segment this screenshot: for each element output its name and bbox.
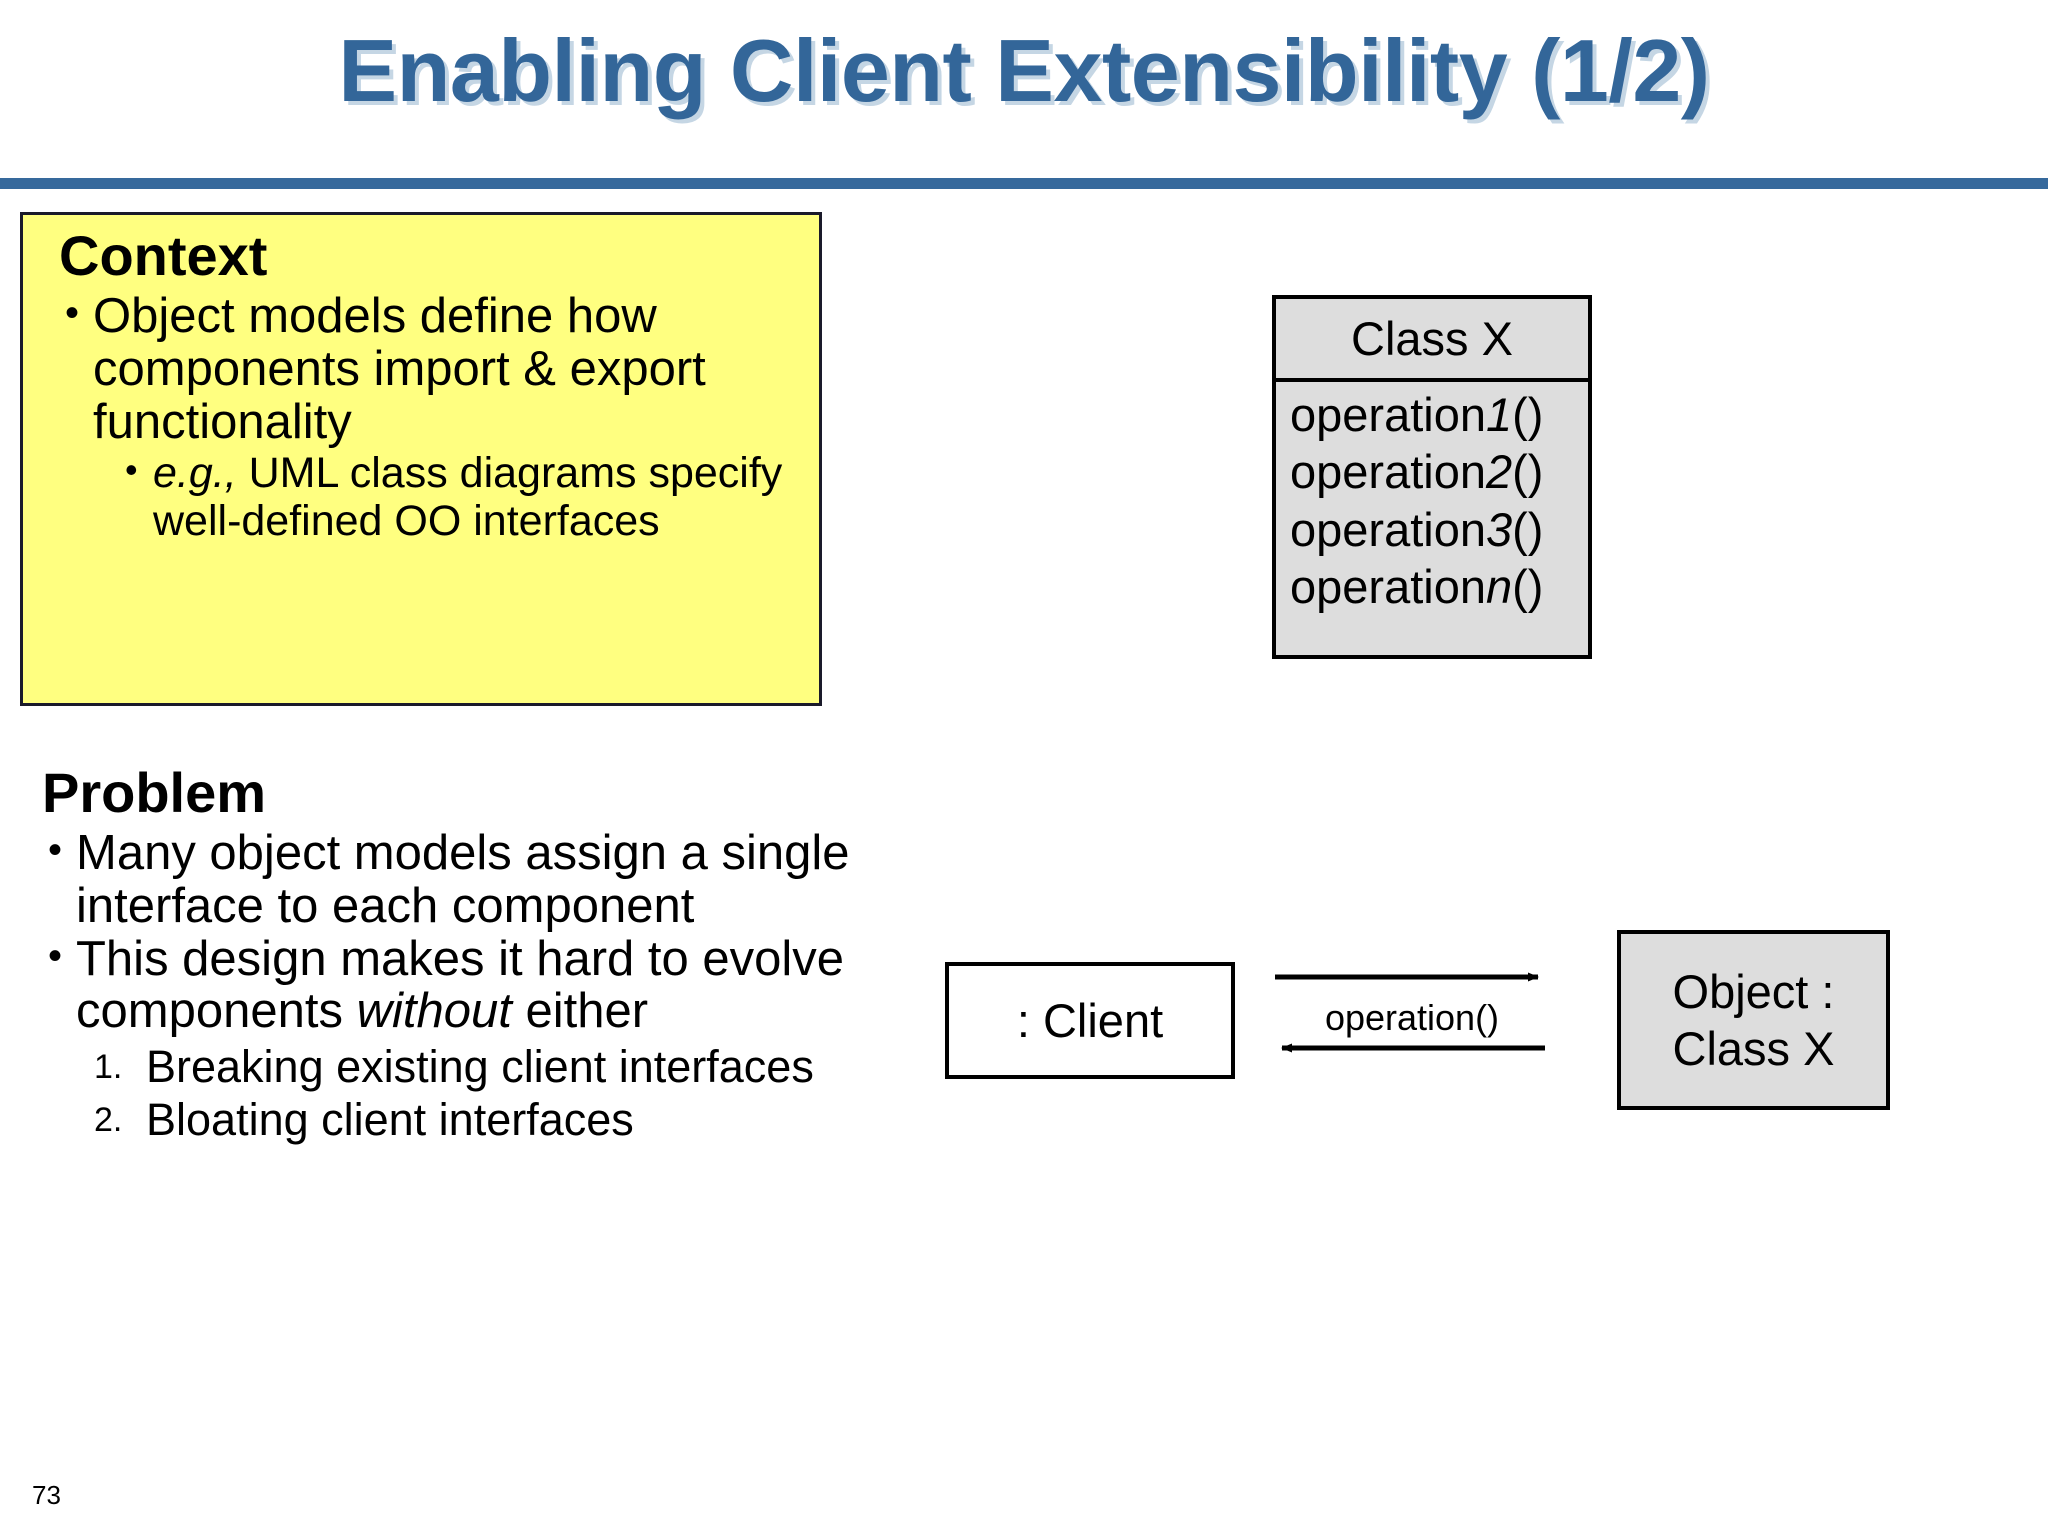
uml-class-name: Class X xyxy=(1276,299,1588,382)
list-item-number: 1. xyxy=(94,1048,123,1087)
list-item-text: Breaking existing client interfaces xyxy=(146,1041,814,1093)
uml-operation-row: operation3() xyxy=(1290,501,1588,558)
context-bullet-1: • Object models define how components im… xyxy=(63,288,805,449)
page-title: Enabling Client Extensibility (1/2) xyxy=(338,21,1710,120)
list-item: 1. Breaking existing client interfaces xyxy=(94,1042,850,1092)
list-item-number: 2. xyxy=(94,1100,123,1139)
uml-operation-base: operation xyxy=(1290,445,1486,499)
uml-operation-row: operation1() xyxy=(1290,386,1588,443)
uml-operation-row: operation2() xyxy=(1290,443,1588,500)
message-label: operation() xyxy=(1324,997,1500,1038)
problem-heading: Problem xyxy=(42,761,267,824)
problem-numbered-list: 1. Breaking existing client interfaces 2… xyxy=(94,1042,850,1145)
uml-operation-suffix: () xyxy=(1512,559,1544,613)
context-heading: Context xyxy=(59,224,268,287)
message-arrows xyxy=(1275,972,1545,1053)
title-divider-rule xyxy=(0,178,2048,189)
context-sub-bullet-1: • e.g., UML class diagrams specify well-… xyxy=(125,449,805,545)
problem-bullet-2-text-post: either xyxy=(511,984,649,1039)
bullet-dot-icon: • xyxy=(48,933,63,978)
object-node-label-line2: Class X xyxy=(1672,1022,1835,1075)
problem-bullet-2: • This design makes it hard to evolve co… xyxy=(46,931,850,1039)
object-node-label-line1: Object : xyxy=(1672,964,1835,1018)
uml-operation-variant: 2 xyxy=(1486,445,1513,499)
uml-class-operations: operation1() operation2() operation3() o… xyxy=(1276,382,1588,615)
page-number: 73 xyxy=(32,1480,61,1510)
problem-bullet-2-emphasis: without xyxy=(356,984,512,1039)
context-sub-bullet-1-text: UML class diagrams specify well-defined … xyxy=(153,449,783,545)
uml-operation-variant: 1 xyxy=(1486,388,1513,441)
uml-operation-suffix: () xyxy=(1512,388,1544,441)
list-item-text: Bloating client interfaces xyxy=(146,1093,634,1145)
context-sub-bullet-1-emphasis: e.g., xyxy=(153,449,237,498)
uml-operation-suffix: () xyxy=(1512,445,1544,499)
uml-operation-suffix: () xyxy=(1512,502,1544,556)
uml-class-box: Class X operation1() operation2() operat… xyxy=(1272,295,1592,659)
uml-operation-variant: 3 xyxy=(1486,502,1513,556)
problem-bullet-2-text-pre: This design makes it hard to evolve comp… xyxy=(76,931,845,1039)
uml-operation-base: operation xyxy=(1290,388,1486,441)
uml-operation-row: operationn() xyxy=(1290,558,1588,615)
bullet-dot-icon: • xyxy=(65,290,80,335)
uml-operation-base: operation xyxy=(1290,559,1486,613)
uml-operation-variant: n xyxy=(1486,559,1513,613)
bullet-dot-icon: • xyxy=(48,827,63,872)
problem-section: Problem • Many object models assign a si… xyxy=(20,761,850,1147)
context-bullet-1-text: Object models define how components impo… xyxy=(93,288,706,449)
object-node-box: Object : Class X xyxy=(1617,930,1890,1110)
uml-operation-base: operation xyxy=(1290,502,1486,556)
problem-bullet-1-text: Many object models assign a single inter… xyxy=(76,825,850,933)
list-item: 2. Bloating client interfaces xyxy=(94,1093,850,1145)
context-callout-box: Context • Object models define how compo… xyxy=(20,212,822,706)
client-node-box: : Client xyxy=(945,962,1235,1079)
bullet-dot-icon: • xyxy=(125,449,138,491)
client-node-label: : Client xyxy=(1016,994,1164,1047)
problem-bullet-1: • Many object models assign a single int… xyxy=(46,825,850,933)
